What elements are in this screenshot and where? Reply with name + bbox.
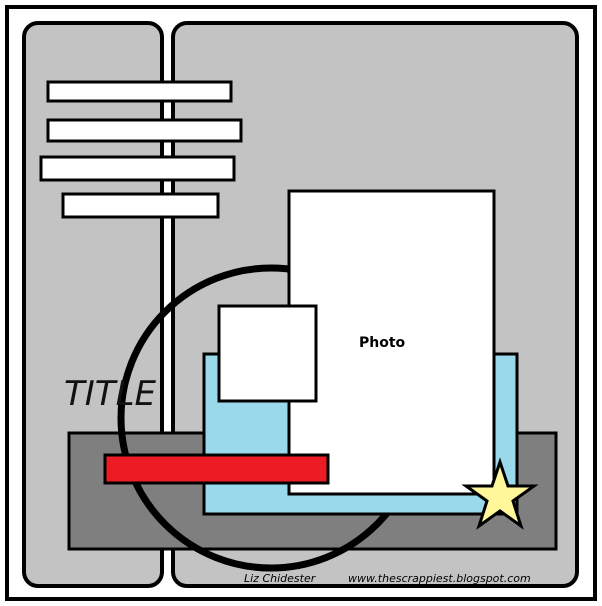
- title-text: TITLE: [64, 374, 157, 414]
- red-strip: [103, 453, 330, 485]
- website-credit: www.thescrappiest.blogspot.com: [348, 572, 531, 585]
- journal-line-3: [39, 155, 236, 182]
- author-credit: Liz Chidester: [244, 572, 317, 585]
- photo-main: [287, 189, 496, 496]
- journal-line-1: [46, 80, 233, 103]
- journal-line-4: [61, 192, 220, 219]
- photo-small: [217, 304, 318, 403]
- star-embellishment: [461, 457, 539, 530]
- journal-line-2: [46, 118, 243, 143]
- photo-label: Photo: [359, 335, 406, 351]
